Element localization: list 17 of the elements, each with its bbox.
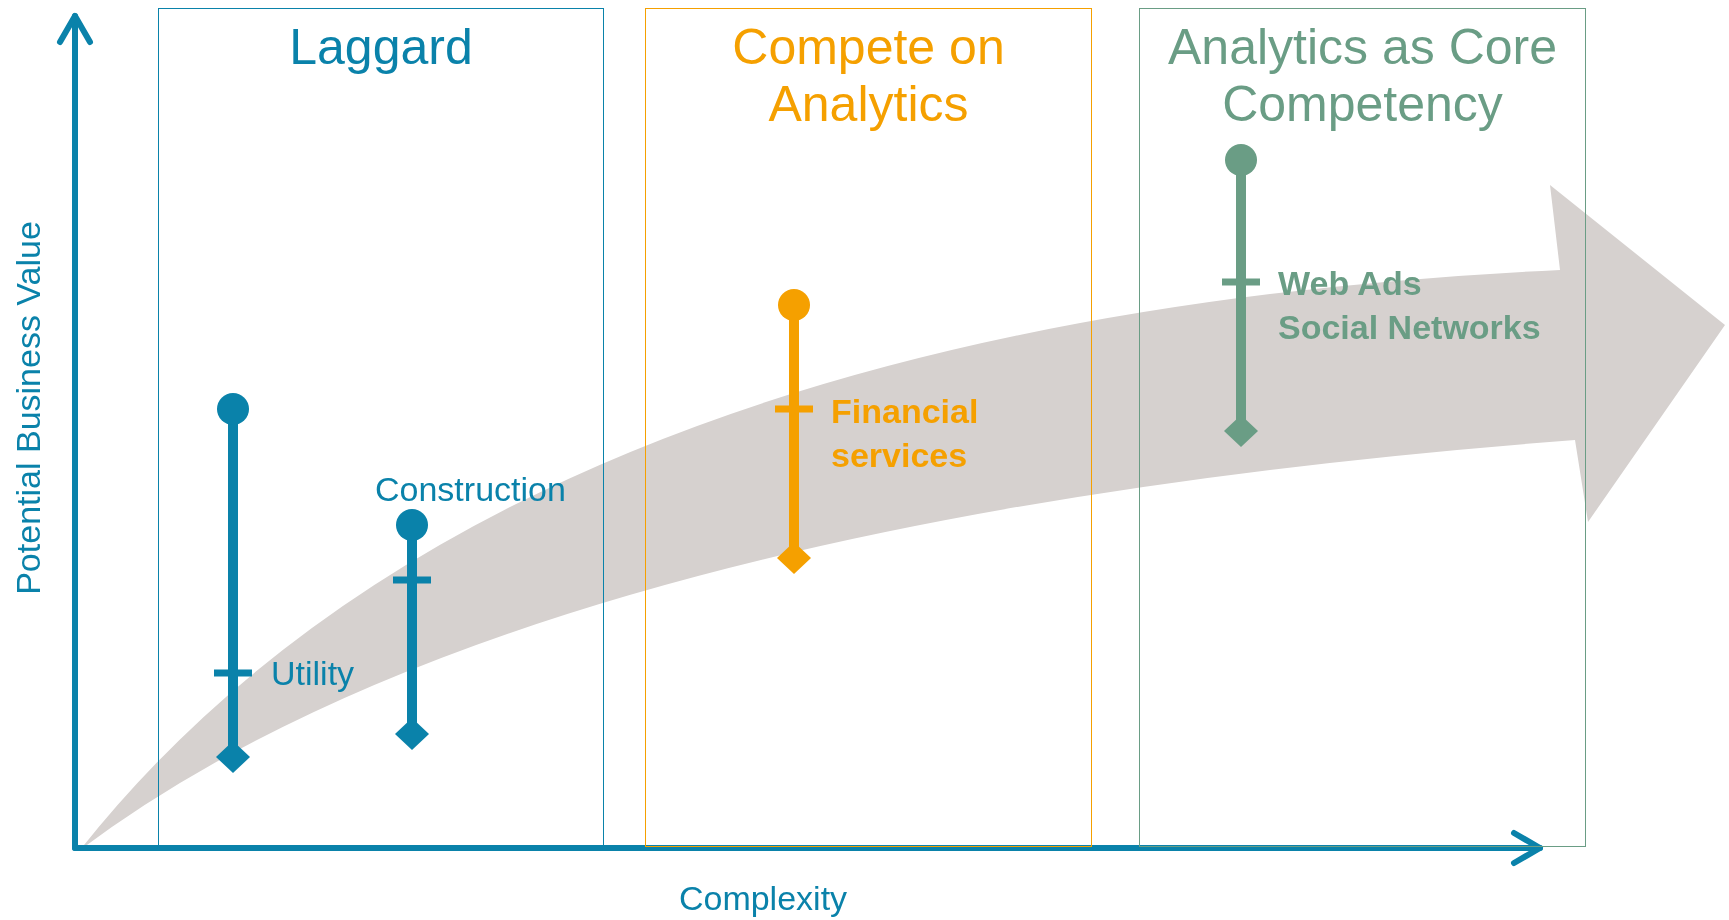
marker-label: Construction xyxy=(375,469,566,510)
panel-title: Compete on Analytics xyxy=(731,19,1006,133)
marker-label: Web Ads xyxy=(1278,263,1422,304)
range-marker xyxy=(774,289,814,576)
axis-label: Potential Business Value xyxy=(8,221,48,595)
marker-label: Social Networks xyxy=(1278,307,1541,348)
panel-title: Analytics as Core Competency xyxy=(1166,19,1558,133)
category-panel xyxy=(158,8,604,847)
range-marker xyxy=(1221,144,1261,449)
axis-label: Complexity xyxy=(678,878,848,918)
range-marker xyxy=(392,509,432,752)
range-marker xyxy=(213,393,253,775)
marker-label: Financial services xyxy=(831,391,980,476)
panel-title: Laggard xyxy=(288,19,474,76)
category-panel xyxy=(1139,8,1586,847)
marker-label: Utility xyxy=(271,653,355,694)
category-panel xyxy=(645,8,1092,847)
